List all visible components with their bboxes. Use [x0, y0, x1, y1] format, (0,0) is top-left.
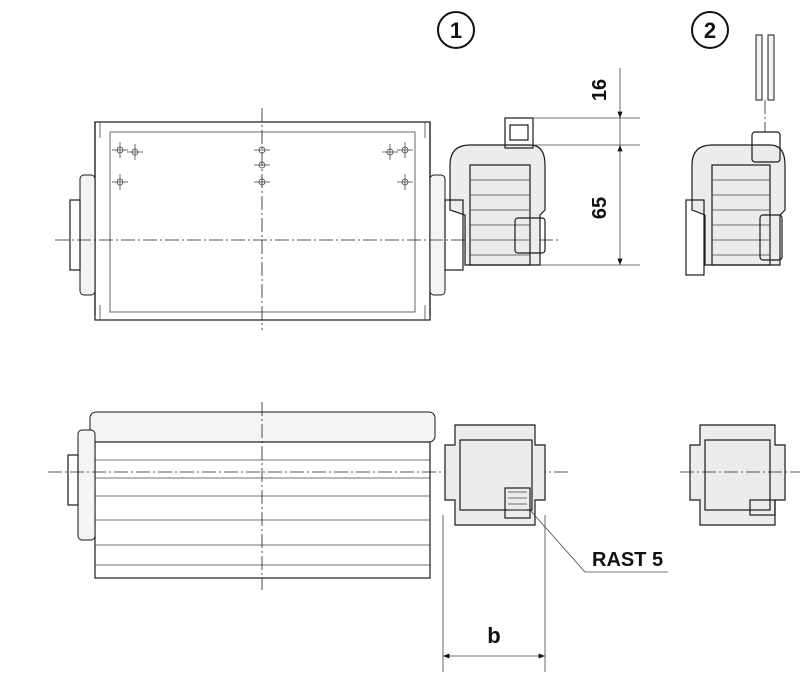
variant-marker-2: 2	[691, 11, 729, 49]
dim-label-16: 16	[589, 79, 611, 101]
motor-side-view-1	[444, 117, 546, 271]
svg-text:2: 2	[704, 18, 716, 43]
dim-label-65: 65	[589, 197, 611, 219]
dimension-width-b	[442, 515, 546, 672]
motor-side-view-2	[685, 34, 786, 276]
svg-text:1: 1	[450, 18, 462, 43]
dim-label-b: b	[487, 623, 500, 648]
variant-marker-1: 1	[437, 11, 475, 49]
motor-top-view-1	[444, 424, 546, 526]
rast-callout-leader	[529, 509, 668, 573]
motor-top-view-2	[680, 424, 800, 526]
dimension-height	[533, 68, 640, 266]
connector-label: RAST 5	[592, 549, 663, 571]
top-view-housing	[48, 402, 570, 590]
